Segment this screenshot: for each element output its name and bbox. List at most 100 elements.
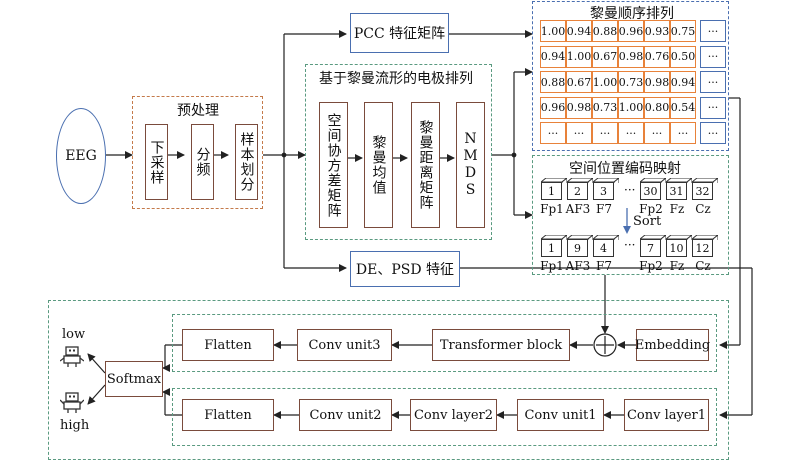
embedding-box: Embedding [634,329,711,361]
conv-layer1-label: Conv layer1 [626,407,707,423]
matrix-cell: 0.93 [644,20,670,42]
conv-layer1-box: Conv layer1 [624,399,709,431]
robot-high-icon [60,392,84,413]
preprocess-title: 预处理 [177,103,219,119]
riemann-step-mean: 黎曼均值 [364,102,393,228]
channel-number: 9 [567,239,588,257]
channel-number: 30 [640,182,661,200]
flatten-top-box: Flatten [182,329,274,361]
channel-name: Fp1 [540,202,564,216]
channel-cube: 31 [666,178,692,200]
channel-number: 4 [593,239,614,257]
matrix-cell: 0.75 [670,20,696,42]
matrix-cell: ··· [700,122,726,144]
channel-cube: 3 [593,178,619,200]
output-high-label: high [60,418,90,433]
matrix-cell: 0.98 [644,71,670,93]
matrix-cell: 0.98 [618,45,644,68]
conv-layer2-box: Conv layer2 [410,399,497,431]
matrix-cell: 1.00 [592,71,618,93]
transformer-branch [172,314,717,372]
channel-cube: 2 [567,178,593,200]
channel-number: 12 [692,239,713,257]
preprocess-step-band-split: 分频 [191,124,214,200]
conv-unit1-label: Conv unit1 [524,407,597,423]
sort-label: Sort [633,214,662,229]
pcc-box: PCC 特征矩阵 [350,13,449,53]
channel-cube: 9 [567,235,593,257]
matrix-cell: 1.00 [618,96,644,119]
conv-unit3-label: Conv unit3 [308,337,381,353]
matrix-cell: ··· [618,122,644,144]
embedding-label: Embedding [634,337,711,353]
output-low-label: low [62,327,86,342]
encoding-ellipsis-bottom: ··· [624,238,636,252]
riemann-step-covariance: 空间协方差矩阵 [319,102,348,228]
matrix-cell: ··· [700,45,726,68]
matrix-cell: 0.94 [566,20,592,42]
encoding-panel-title: 空间位置编码映射 [569,161,681,177]
matrix-cell: ··· [700,20,726,42]
transformer-block-label: Transformer block [439,337,563,353]
pcc-label: PCC 特征矩阵 [353,26,446,42]
channel-cube: 32 [692,178,718,200]
preprocess-group [132,96,263,209]
riemann-step-nmds: NMDS [456,102,485,228]
riemann-step-distance: 黎曼距离矩阵 [411,102,440,228]
channel-name: AF3 [565,259,591,273]
channel-cube: 10 [666,235,692,257]
channel-name: Fz [669,202,685,216]
preprocess-step-downsample: 下采样 [145,124,168,200]
conv-unit2-label: Conv unit2 [309,407,382,423]
channel-name: Cz [695,259,711,273]
channel-number: 31 [666,182,687,200]
matrix-cell: 0.67 [566,71,592,93]
conv-unit3-box: Conv unit3 [297,329,392,361]
matrix-panel-title: 黎曼顺序排列 [590,6,674,22]
channel-name: Fz [669,259,685,273]
encoding-panel [532,155,729,275]
de-psd-label: DE、PSD 特征 [355,262,455,278]
preprocess-step-sample-split: 样本划分 [235,124,258,200]
matrix-cell: ··· [592,122,618,144]
channel-name: Cz [695,202,711,216]
channel-name: Fp2 [639,202,663,216]
channel-name: Fp2 [639,259,663,273]
cnn-branch [172,388,717,446]
matrix-cell: 0.76 [644,45,670,68]
model-group [48,300,729,460]
conv-layer2-label: Conv layer2 [413,407,494,423]
matrix-cell: 1.00 [566,45,592,68]
matrix-cell: 0.96 [618,20,644,42]
channel-number: 1 [541,182,562,200]
softmax-label: Softmax [106,371,162,387]
transformer-block-box: Transformer block [432,329,570,361]
eeg-label: EEG [65,148,97,164]
robot-low-icon [60,346,84,367]
conv-unit1-box: Conv unit1 [517,399,604,431]
matrix-panel [532,1,729,151]
matrix-cell: ··· [670,122,696,144]
matrix-cell: ··· [644,122,670,144]
encoding-ellipsis-top: ··· [624,183,636,197]
channel-number: 2 [567,182,588,200]
flatten-bottom-label: Flatten [204,407,252,423]
matrix-cell: 0.80 [644,96,670,119]
channel-cube: 1 [541,178,567,200]
channel-name: AF3 [565,202,591,216]
matrix-cell: 0.73 [592,96,618,119]
channel-cube: 4 [593,235,619,257]
matrix-cell: 0.94 [670,71,696,93]
channel-number: 1 [541,239,562,257]
channel-cube: 7 [640,235,666,257]
channel-number: 7 [640,239,661,257]
matrix-cell: 0.88 [592,20,618,42]
matrix-cell: ··· [700,71,726,93]
de-psd-box: DE、PSD 特征 [350,251,460,287]
matrix-cell: ··· [566,122,592,144]
matrix-cell: 0.98 [566,96,592,119]
riemann-group-title: 基于黎曼流形的电极排列 [319,71,473,87]
matrix-cell: 0.73 [618,71,644,93]
channel-name: Fp1 [540,259,564,273]
matrix-cell: 0.88 [540,71,566,93]
